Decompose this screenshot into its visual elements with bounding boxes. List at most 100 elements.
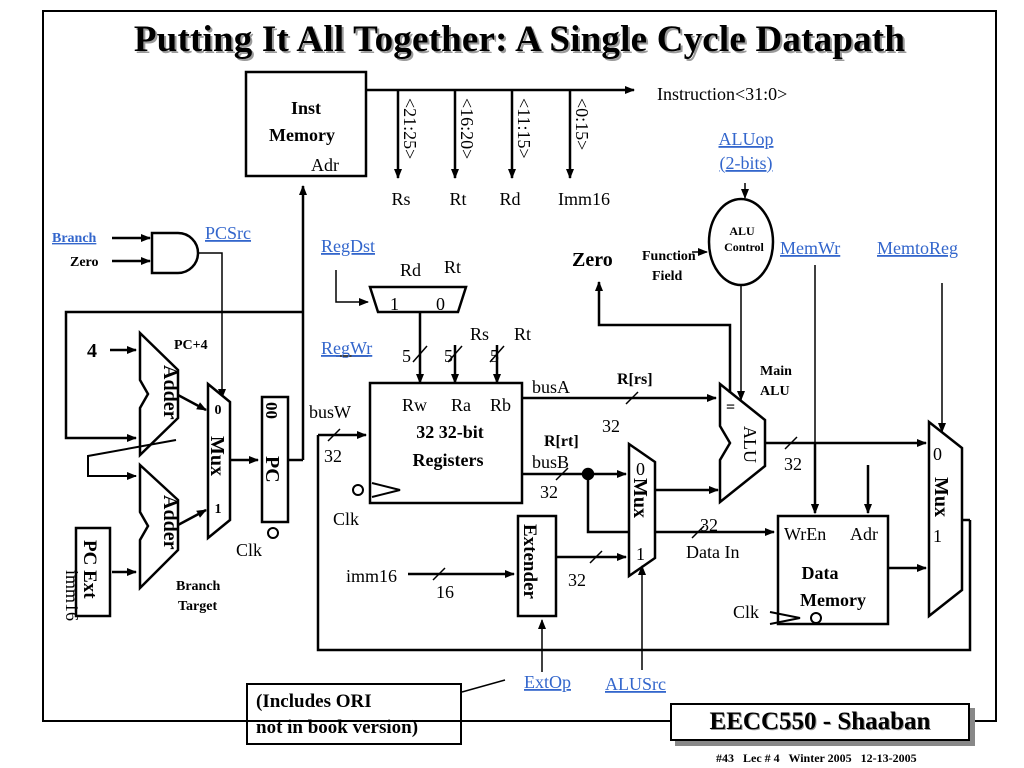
regdst-mux <box>368 285 468 314</box>
ra-label: Ra <box>451 395 471 415</box>
rw-label: Rw <box>402 395 427 415</box>
data-memory <box>776 514 890 626</box>
register-file <box>368 381 524 505</box>
rb-label: Rb <box>490 395 511 415</box>
data-mem-label-2: Memory <box>800 590 866 610</box>
width-5-ra: 5 <box>444 346 453 366</box>
ori-note-line-1: (Includes ORI <box>256 691 372 712</box>
width-32-ext: 32 <box>568 570 586 590</box>
width-32-datain: 32 <box>700 515 718 535</box>
pc-clk-label: Clk <box>236 540 262 560</box>
datamem-adr-label: Adr <box>850 524 878 544</box>
alusrc-mux-in0: 0 <box>636 459 645 479</box>
memtoreg-label: MemtoReg <box>877 238 958 258</box>
note-pointer <box>461 679 506 693</box>
branch-target-label-1: Branch <box>176 579 221 594</box>
pc-00-label: 00 <box>262 402 281 419</box>
course-label-text: EECC550 - Shaaban <box>709 708 931 735</box>
four-label: 4 <box>87 340 97 362</box>
slide-footer: #43 Lec # 4 Winter 2005 12-13-2005 <box>716 751 917 765</box>
aluop-bits-label: (2-bits) <box>720 153 773 174</box>
busa-label: busA <box>532 377 570 397</box>
extop-label: ExtOp <box>524 672 571 692</box>
main-alu-label-1: Main <box>760 364 792 379</box>
pc-register <box>260 395 290 524</box>
alusrc-mux <box>627 441 657 579</box>
pc-mux-label: Mux <box>206 436 228 476</box>
field-21-25: <21:25> <box>400 98 420 159</box>
inst-memory-box <box>244 70 368 178</box>
pc-ext-box <box>74 526 112 618</box>
slide-frame <box>42 10 997 722</box>
regdst-line <box>335 270 369 306</box>
regdst-in1: 1 <box>390 294 399 314</box>
writeback-line <box>316 435 972 652</box>
function-field-label-2: Field <box>652 269 683 284</box>
pc-mux-in0: 0 <box>215 403 222 418</box>
width-16-imm: 16 <box>436 582 454 602</box>
field-rd: Rd <box>499 189 520 209</box>
alu-control-label-1: ALU <box>729 224 755 238</box>
alu-label: ALU <box>740 426 760 463</box>
pc-mux <box>206 381 232 541</box>
regdst-in0: 0 <box>436 294 445 314</box>
regfile-label-1: 32 32-bit <box>416 422 484 442</box>
regfile-clk-triangle <box>371 482 401 498</box>
pc-label: PC <box>261 456 283 483</box>
alusrc-label: ALUSrc <box>605 674 666 694</box>
alu-eq-label: = <box>726 399 735 416</box>
alusrc-mux-label: Mux <box>629 478 651 518</box>
imm16-side-label: imm16 <box>62 570 82 621</box>
field-0-15: <0:15> <box>572 98 592 150</box>
main-alu <box>718 381 767 505</box>
field-rt: Rt <box>449 189 466 209</box>
pc-ext-label: PC Ext <box>79 540 100 599</box>
rs-in-label: Rs <box>470 324 489 344</box>
memtoreg-mux-label: Mux <box>930 477 952 517</box>
branch-target-label-2: Target <box>178 599 217 614</box>
r-rt-label: R[rt] <box>544 433 579 450</box>
regfile-clk-bubble <box>352 484 364 496</box>
branch-label: Branch <box>52 231 97 246</box>
pc4-label: PC+4 <box>174 338 208 353</box>
instruction-label: Instruction<31:0> <box>657 84 787 104</box>
width-32-busb: 32 <box>540 482 558 502</box>
memtoreg-mux-in1: 1 <box>933 526 942 546</box>
extender-box <box>516 514 558 618</box>
pc-mux-in1: 1 <box>215 502 222 517</box>
busb-label: busB <box>532 452 569 472</box>
datamem-clk-bubble <box>810 612 822 624</box>
pcsrc-line <box>198 252 226 399</box>
width-32-alu: 32 <box>784 454 802 474</box>
datamem-clk-triangle <box>769 611 801 625</box>
pcsrc-label: PCSrc <box>205 223 251 243</box>
ori-note: (Includes ORI not in book version) <box>246 683 462 745</box>
field-rs: Rs <box>391 189 410 209</box>
datain-line <box>586 474 775 536</box>
pc-adder <box>138 330 180 458</box>
memwr-label: MemWr <box>780 238 840 258</box>
rt-in-label: Rt <box>514 324 531 344</box>
zero-out-line <box>595 281 732 393</box>
width-32-busa: 32 <box>602 416 620 436</box>
inst-mem-label-1: Inst <box>291 98 321 118</box>
zero-small-label: Zero <box>70 255 99 270</box>
wren-label: WrEn <box>784 524 826 544</box>
inst-mem-label-2: Memory <box>269 125 335 145</box>
main-alu-label-2: ALU <box>760 384 790 399</box>
regdst-label: RegDst <box>321 236 375 256</box>
memtoreg-mux-in0: 0 <box>933 444 942 464</box>
zero-big-label: Zero <box>572 249 613 271</box>
pc4-to-branch-adder <box>87 439 177 480</box>
busw-label: busW <box>309 402 351 422</box>
regfile-clk-label: Clk <box>333 509 359 529</box>
ori-note-line-2: not in book version) <box>256 717 419 738</box>
regwr-label: RegWr <box>321 338 372 358</box>
extender-label: Extender <box>519 524 540 600</box>
alu-control-label-2: Control <box>724 240 764 254</box>
slide-title: Putting It All Together: A Single Cycle … <box>133 19 906 60</box>
memtoreg-mux <box>927 419 964 619</box>
field-16-20: <16:20> <box>457 98 477 159</box>
pc-adder-label: Adder <box>159 365 181 420</box>
